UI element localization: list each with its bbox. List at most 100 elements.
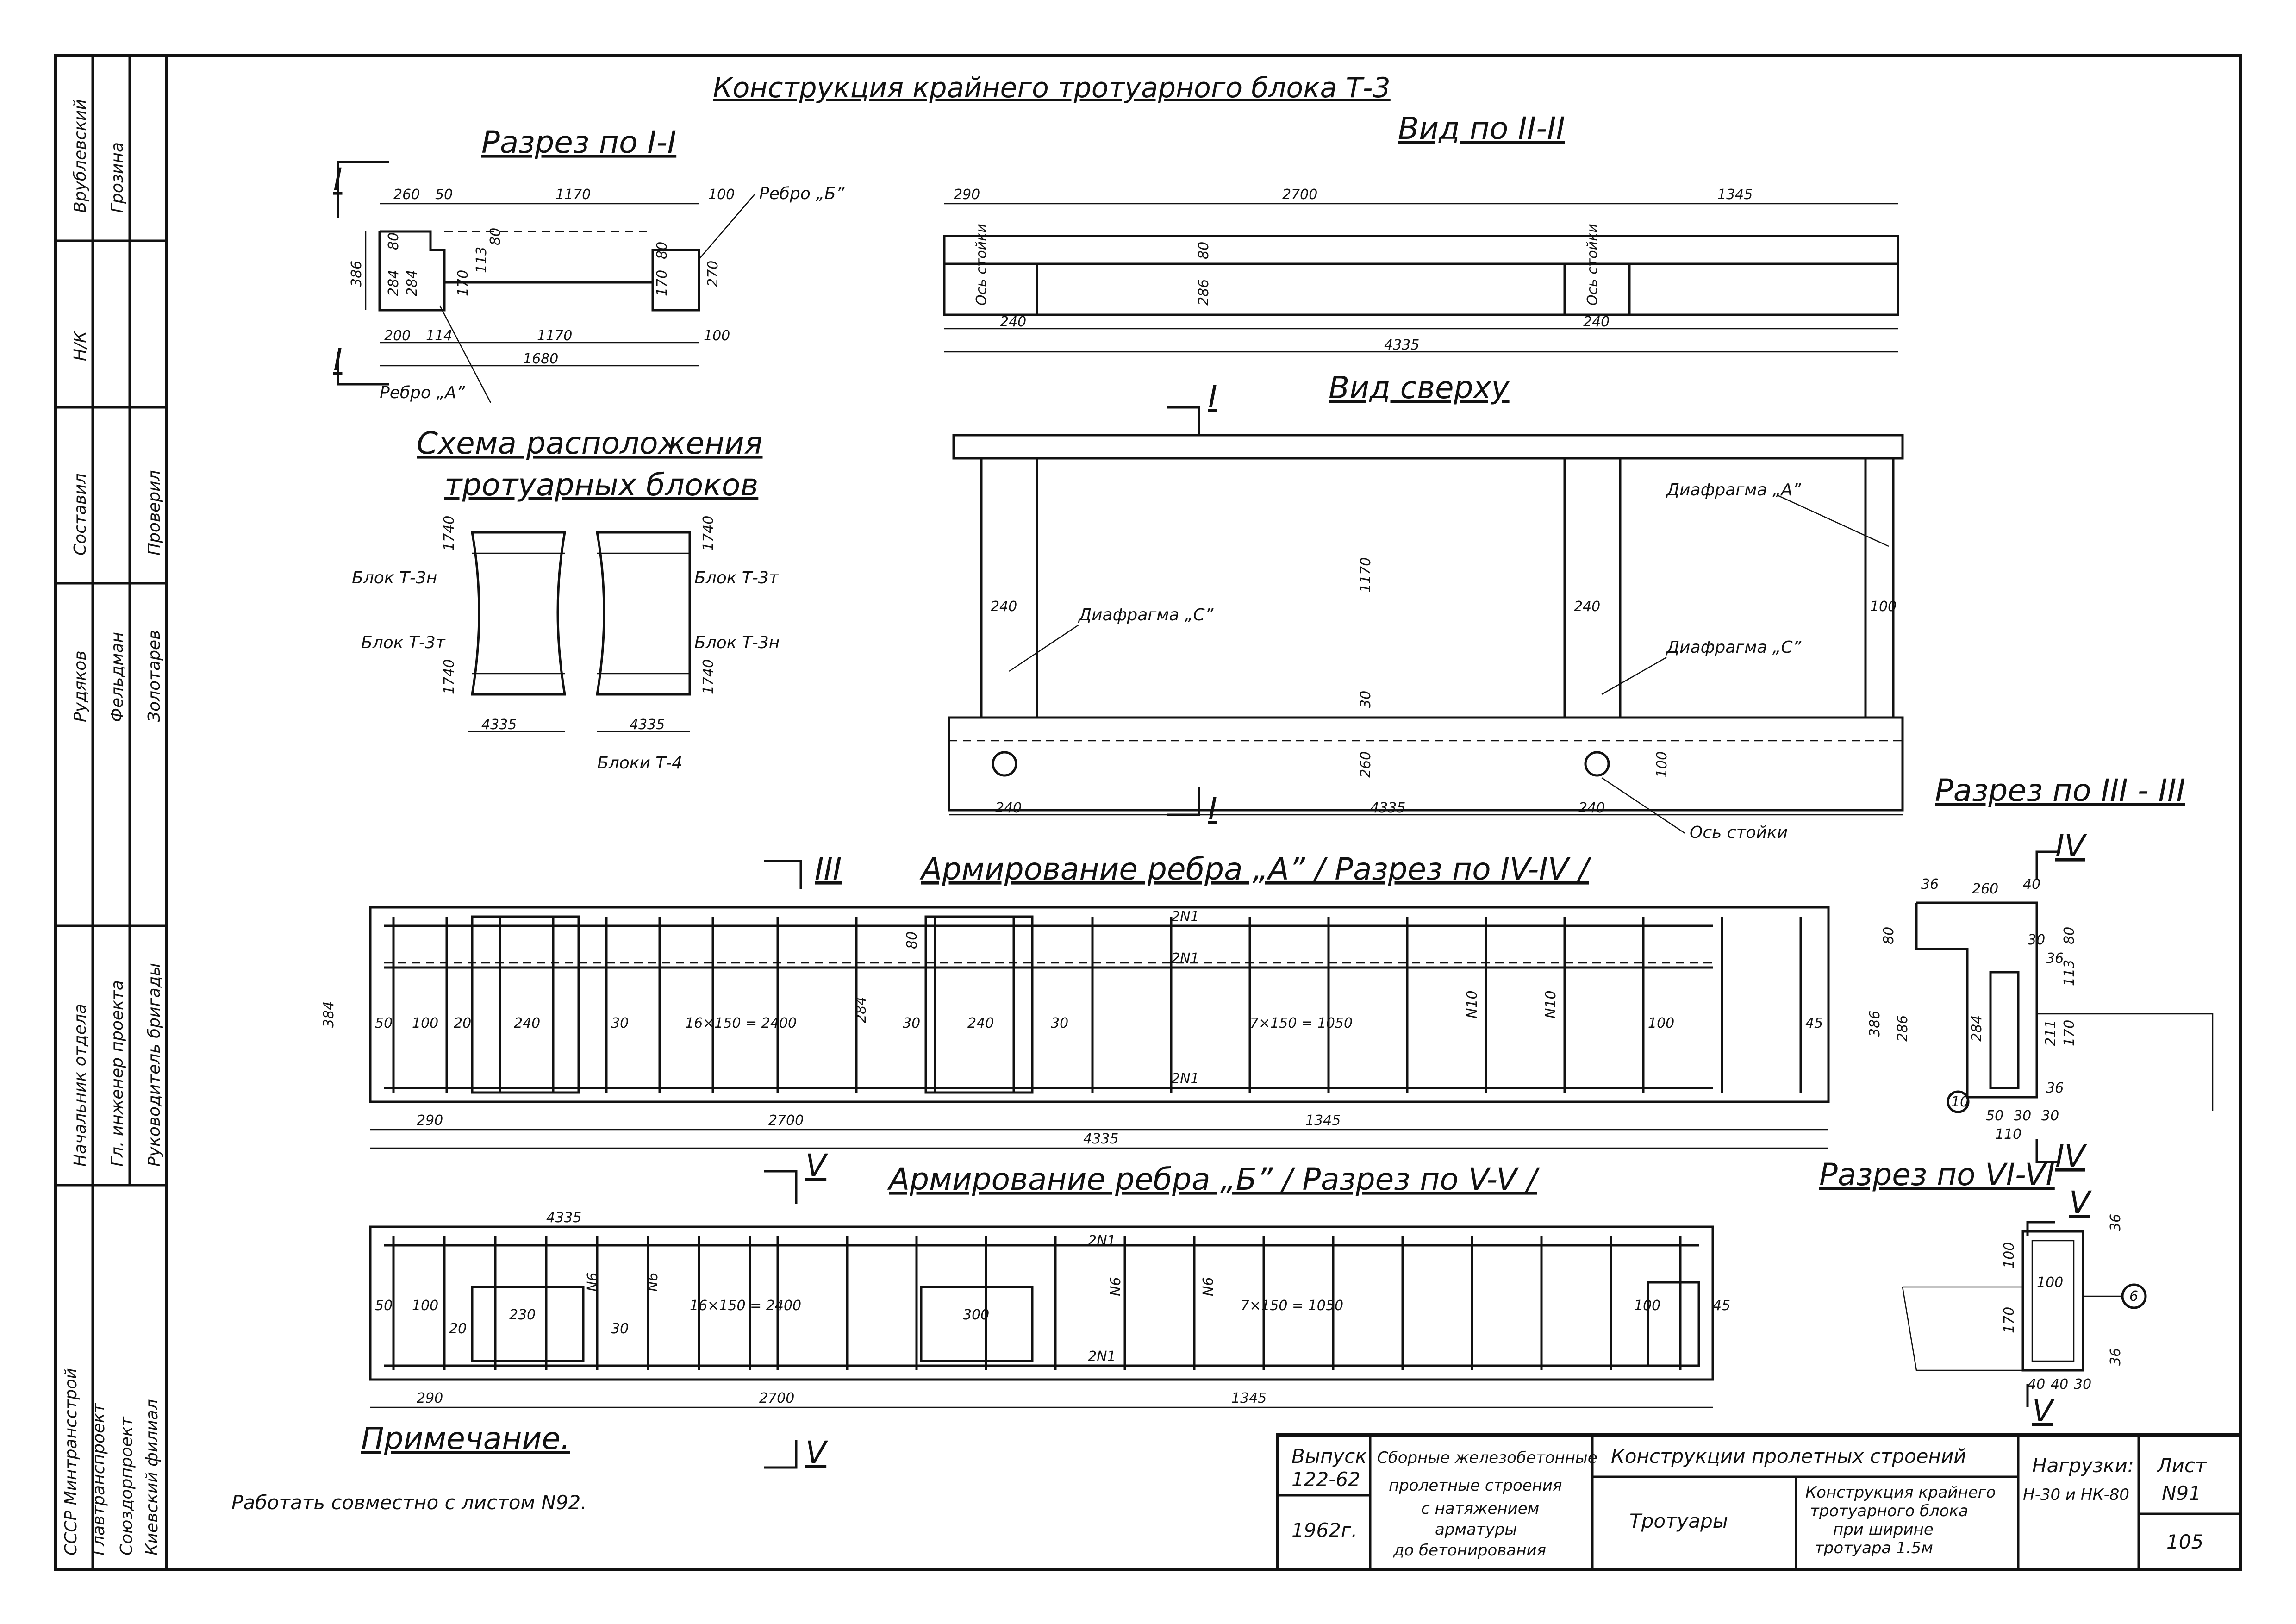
tb-series-5: до бетонирования xyxy=(1393,1541,1546,1560)
tb-loads-value: Н-30 и НК-80 xyxy=(2023,1486,2129,1504)
side-role-1: Начальник отдела xyxy=(71,1004,90,1167)
svg-text:284: 284 xyxy=(853,997,869,1023)
svg-text:260: 260 xyxy=(393,187,420,203)
svg-text:80: 80 xyxy=(904,931,920,949)
svg-text:240: 240 xyxy=(514,1015,540,1031)
svg-text:284: 284 xyxy=(1969,1015,1985,1042)
section-6-heading: Разрез по VI-VI xyxy=(1819,1157,2055,1193)
section-1-rib-b: Ребро „Б” xyxy=(759,184,845,203)
top-view-diaphragm-c1: Диафрагма „С” xyxy=(1078,606,1214,625)
rib-b-marker: V xyxy=(805,1148,828,1183)
title-block: Выпуск 122-62 1962г. Сборные железобетон… xyxy=(1276,1433,2242,1571)
svg-text:100: 100 xyxy=(2001,1242,2017,1268)
tb-sheet-value: N91 xyxy=(2162,1482,2201,1505)
tb-series-2: пролетные строения xyxy=(1389,1476,1562,1495)
rib-b-bar-4: N6 xyxy=(645,1272,661,1292)
side-name-5: Золотарев xyxy=(145,630,164,722)
svg-text:16×150 = 2400: 16×150 = 2400 xyxy=(685,1015,797,1031)
top-view: Вид сверху I Диафрагма „А” Диафрагма „С”… xyxy=(948,370,1904,842)
svg-text:30: 30 xyxy=(2014,1108,2031,1124)
svg-text:7×150 = 1050: 7×150 = 1050 xyxy=(1241,1298,1343,1314)
svg-text:284: 284 xyxy=(386,270,402,296)
svg-text:1740: 1740 xyxy=(441,516,457,551)
svg-text:290: 290 xyxy=(417,1112,443,1129)
svg-text:100: 100 xyxy=(1634,1298,1660,1314)
view-2-axis-2: Ось стойки xyxy=(1585,224,1601,306)
svg-text:36: 36 xyxy=(2108,1214,2124,1231)
tb-drawing-4: тротуара 1.5м xyxy=(1815,1539,1933,1557)
svg-text:100: 100 xyxy=(1870,599,1897,615)
scheme-block-3: Блок Т-3т xyxy=(694,568,779,587)
side-name-3: Рудяков xyxy=(71,650,90,722)
tb-drawing-3: при ширине xyxy=(1833,1520,1934,1539)
side-name-4: Фельдман xyxy=(108,632,127,722)
svg-text:290: 290 xyxy=(417,1390,443,1406)
svg-text:40: 40 xyxy=(2028,1376,2045,1393)
svg-text:100: 100 xyxy=(708,187,735,203)
top-view-axis: Ось стойки xyxy=(1690,823,1788,842)
svg-text:260: 260 xyxy=(1972,881,1998,897)
view-2: Вид по II-II Ось стойки Ось стойки 290 2… xyxy=(943,111,1899,353)
tb-section: Конструкции пролетных строений xyxy=(1611,1445,1966,1468)
svg-text:170: 170 xyxy=(2001,1307,2017,1333)
rib-a-bar-5: N10 xyxy=(1543,990,1559,1018)
svg-text:1345: 1345 xyxy=(1305,1112,1341,1129)
svg-text:300: 300 xyxy=(963,1307,989,1323)
svg-text:100: 100 xyxy=(2037,1274,2063,1291)
tb-drawing-1: Конструкция крайнего xyxy=(1805,1483,1996,1502)
svg-text:170: 170 xyxy=(455,270,471,296)
svg-text:1680: 1680 xyxy=(523,351,558,367)
tb-loads-label: Нагрузки: xyxy=(2032,1454,2134,1477)
section-3-heading: Разрез по III - III xyxy=(1935,773,2185,808)
svg-text:270: 270 xyxy=(705,261,721,287)
svg-text:36: 36 xyxy=(1921,876,1939,893)
svg-text:100: 100 xyxy=(1654,751,1670,778)
svg-text:110: 110 xyxy=(1995,1126,2021,1143)
side-org-1: СССР Минтрансстрой xyxy=(62,1368,81,1555)
rib-a-bar-3: 2N1 xyxy=(1171,1071,1199,1087)
svg-text:170: 170 xyxy=(2061,1020,2078,1046)
rib-b-marker-b: V xyxy=(805,1435,828,1470)
section-3-view: Разрез по III - III IV 10 260 36 40 80 3… xyxy=(1867,773,2214,1174)
note-text: Работать совместно с листом N92. xyxy=(231,1491,587,1514)
section-1-rib-a: Ребро „А” xyxy=(380,383,465,402)
svg-text:4335: 4335 xyxy=(630,717,665,733)
tb-series-4: арматуры xyxy=(1435,1520,1517,1539)
side-role-composed: Составил xyxy=(71,473,90,556)
tb-page: 105 xyxy=(2166,1530,2203,1553)
svg-text:36: 36 xyxy=(2108,1348,2124,1366)
svg-text:284: 284 xyxy=(404,270,420,296)
side-org-3: Союздорпроект xyxy=(117,1416,136,1555)
svg-text:240: 240 xyxy=(1578,800,1605,816)
svg-text:1740: 1740 xyxy=(700,516,717,551)
rib-b-heading: Армирование ребра „Б” / Разрез по V-V / xyxy=(887,1162,1540,1197)
tb-sheet-label: Лист xyxy=(2156,1454,2207,1477)
svg-text:1740: 1740 xyxy=(441,659,457,694)
svg-text:30: 30 xyxy=(2041,1108,2059,1124)
svg-text:40: 40 xyxy=(2051,1376,2068,1393)
svg-text:80: 80 xyxy=(487,228,504,245)
svg-text:1345: 1345 xyxy=(1717,187,1753,203)
page-title: Конструкция крайнего тротуарного блока Т… xyxy=(713,72,1391,104)
svg-text:30: 30 xyxy=(903,1015,920,1031)
svg-text:4335: 4335 xyxy=(546,1210,581,1226)
svg-text:50: 50 xyxy=(375,1015,393,1031)
svg-text:45: 45 xyxy=(1713,1298,1730,1314)
rib-a-bar-4: N10 xyxy=(1464,990,1480,1018)
svg-text:1740: 1740 xyxy=(700,659,717,694)
rib-a-bar-1: 2N1 xyxy=(1171,909,1199,925)
svg-text:20: 20 xyxy=(454,1015,471,1031)
svg-text:1170: 1170 xyxy=(555,187,591,203)
svg-text:30: 30 xyxy=(611,1015,629,1031)
svg-text:4335: 4335 xyxy=(1370,800,1405,816)
svg-text:80: 80 xyxy=(2061,927,2078,944)
outer-frame xyxy=(54,54,2242,1571)
svg-text:230: 230 xyxy=(509,1307,536,1323)
top-view-marker-b: I xyxy=(1208,791,1217,827)
rib-a-bar-2: 2N1 xyxy=(1171,950,1199,967)
side-name-1: Врублевский xyxy=(71,99,90,213)
svg-text:286: 286 xyxy=(1196,279,1212,306)
scheme-block-2: Блок Т-3т xyxy=(361,633,446,652)
svg-text:4335: 4335 xyxy=(1083,1131,1118,1147)
scheme-block-4: Блок Т-3н xyxy=(694,633,780,652)
